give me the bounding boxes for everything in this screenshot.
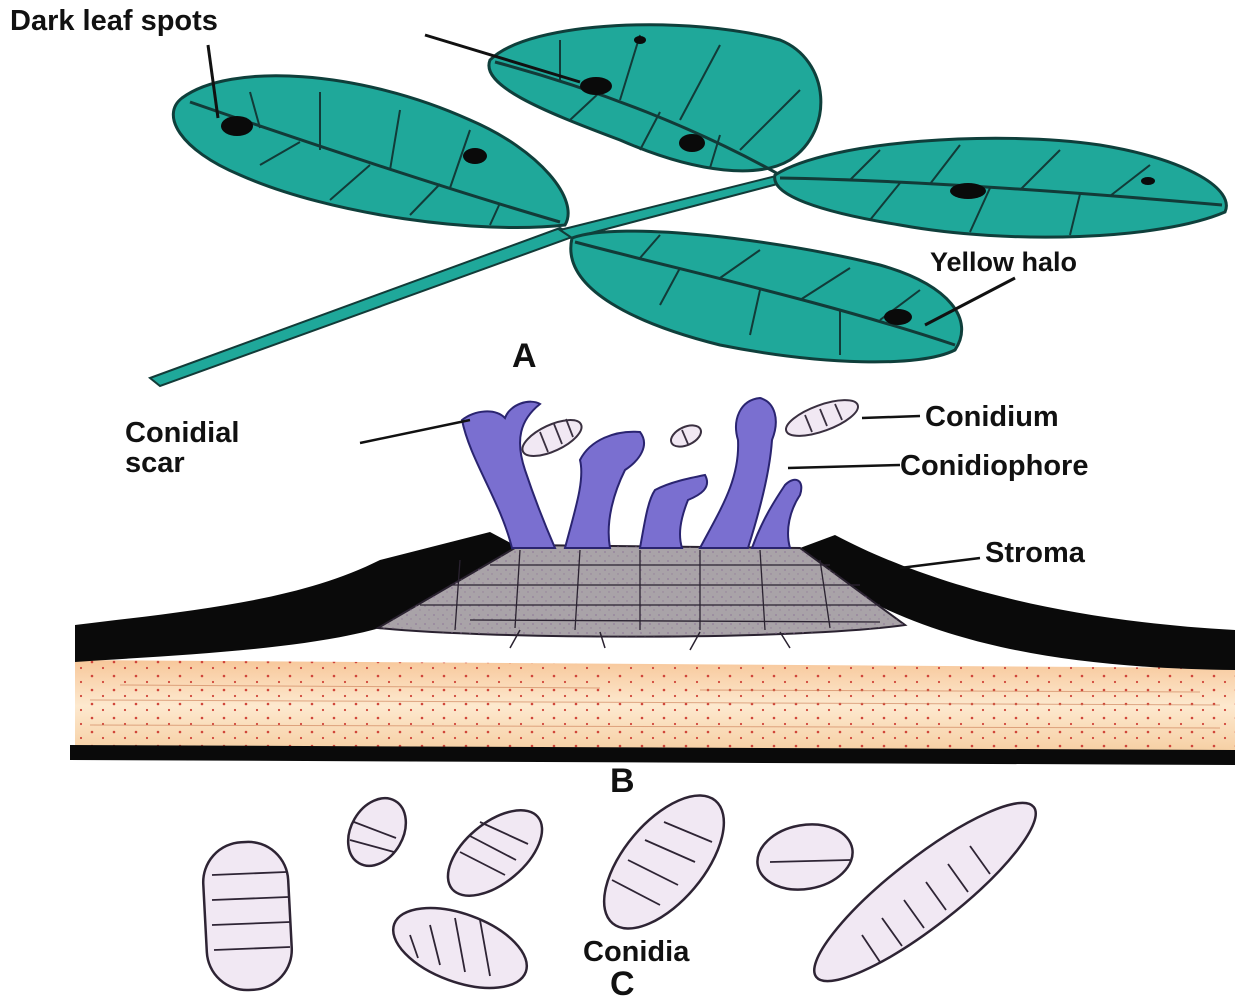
panel-label-a: A [512, 337, 537, 375]
conidium [795, 780, 1054, 999]
leaf-spot [1141, 177, 1155, 185]
leaf-spot [679, 134, 705, 152]
conidium [668, 421, 705, 451]
label-conidiophore: Conidiophore [900, 450, 1088, 482]
conidium [782, 393, 862, 443]
conidiophore [640, 475, 707, 548]
leaf-spot [634, 36, 646, 44]
conidiophore [565, 432, 644, 548]
label-stroma: Stroma [985, 537, 1086, 569]
leader-conidium [862, 416, 920, 418]
conidium [582, 775, 746, 949]
conidiophores [462, 398, 801, 548]
conidium [433, 794, 557, 912]
conidium [336, 788, 417, 876]
conidium [752, 817, 858, 897]
leaf-spot [463, 148, 487, 164]
label-yellow-halo: Yellow halo [930, 247, 1077, 277]
label-dark-leaf-spots: Dark leaf spots [10, 5, 218, 37]
label-conidial-scar-line1: Conidial [125, 417, 239, 449]
leaflet-right [775, 138, 1227, 237]
leaf-spot [884, 309, 912, 325]
leaf-spot [221, 116, 253, 136]
label-conidia: Conidia [583, 936, 690, 968]
conidium [201, 840, 294, 992]
leader-stroma [900, 558, 980, 568]
conidiophore [462, 402, 555, 548]
leader-conidial-scar [360, 420, 470, 443]
leaflet-bottom [571, 231, 962, 362]
panel-label-c: C [610, 965, 635, 999]
leaf-spot [580, 77, 612, 95]
leader-conidiophore [788, 465, 900, 468]
label-conidium: Conidium [925, 401, 1059, 433]
leaflet-left [173, 76, 568, 228]
leaf-illustration [150, 25, 1226, 386]
conidium [518, 413, 587, 464]
leaf-spot [950, 183, 986, 199]
leaflet-top [489, 25, 821, 175]
panel-label-b: B [610, 762, 635, 800]
stroma-section [70, 393, 1235, 765]
label-conidial-scar-line2: scar [125, 447, 185, 479]
